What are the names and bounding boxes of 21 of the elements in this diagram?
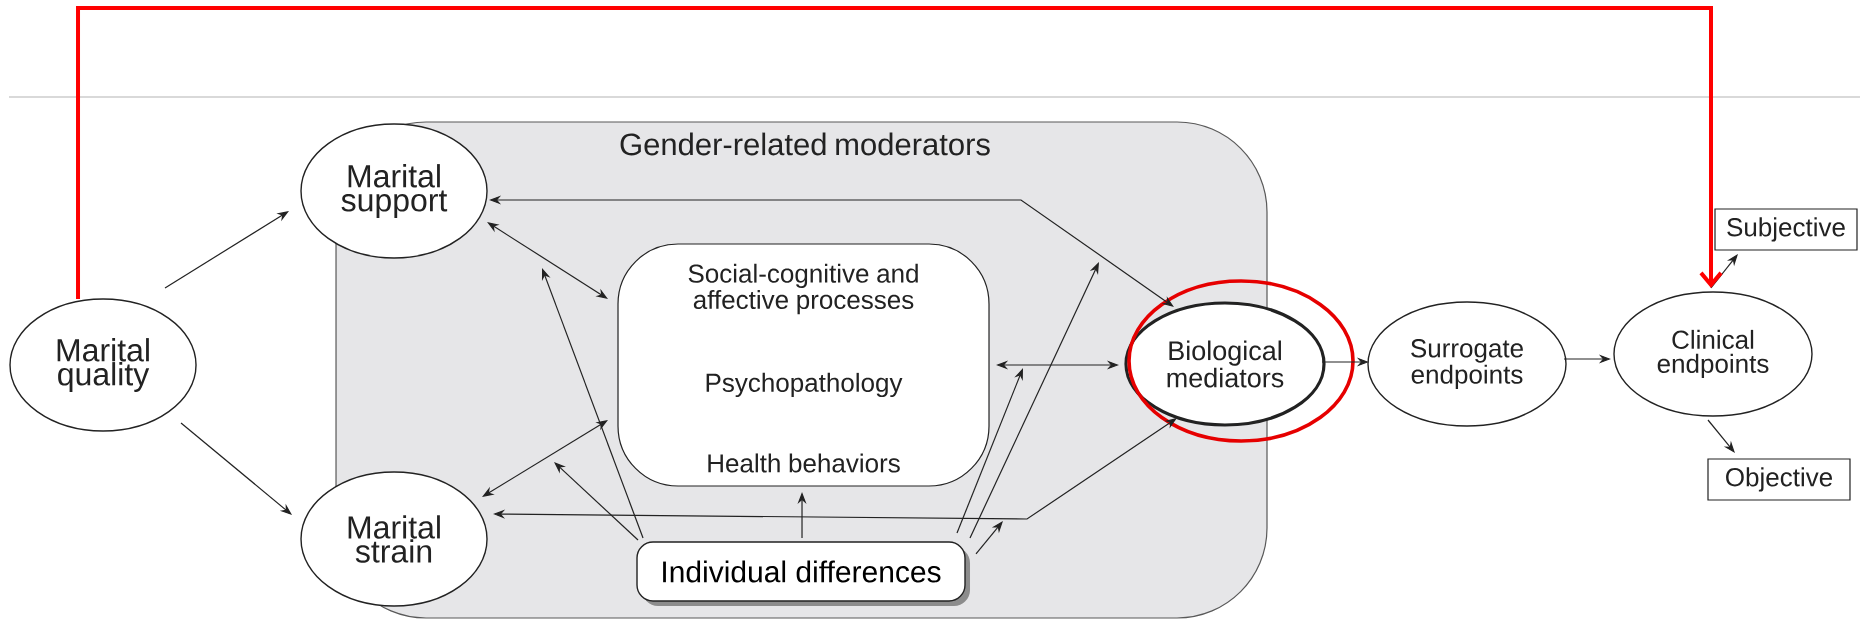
ellipse-node: Clinical endpoints — [1613, 291, 1813, 417]
ellipse-node: Biological mediators — [1124, 301, 1326, 427]
ellipse-node: Marital strain — [300, 471, 488, 607]
arrow — [956, 368, 1023, 534]
arrow — [969, 262, 1099, 539]
arrow — [76, 6, 1723, 299]
arrow — [164, 211, 289, 289]
ellipse-node: Surrogate endpoints — [1367, 301, 1567, 427]
process-box: Social-cognitive and affective processes Psychopathology Health behaviors — [617, 243, 990, 487]
ellipse-node: Marital support — [300, 123, 488, 259]
arrow — [1710, 254, 1738, 289]
arrow — [1707, 419, 1735, 453]
outcome-box: Objective — [1707, 458, 1851, 501]
arrow — [554, 462, 639, 541]
arrow — [482, 420, 608, 497]
arrow — [975, 521, 1003, 555]
process-box: Individual differences — [636, 541, 970, 606]
arrow — [180, 422, 292, 515]
ellipse-node: Marital quality — [9, 298, 197, 432]
outcome-box: Subjective — [1714, 208, 1858, 251]
arrow — [487, 222, 608, 299]
